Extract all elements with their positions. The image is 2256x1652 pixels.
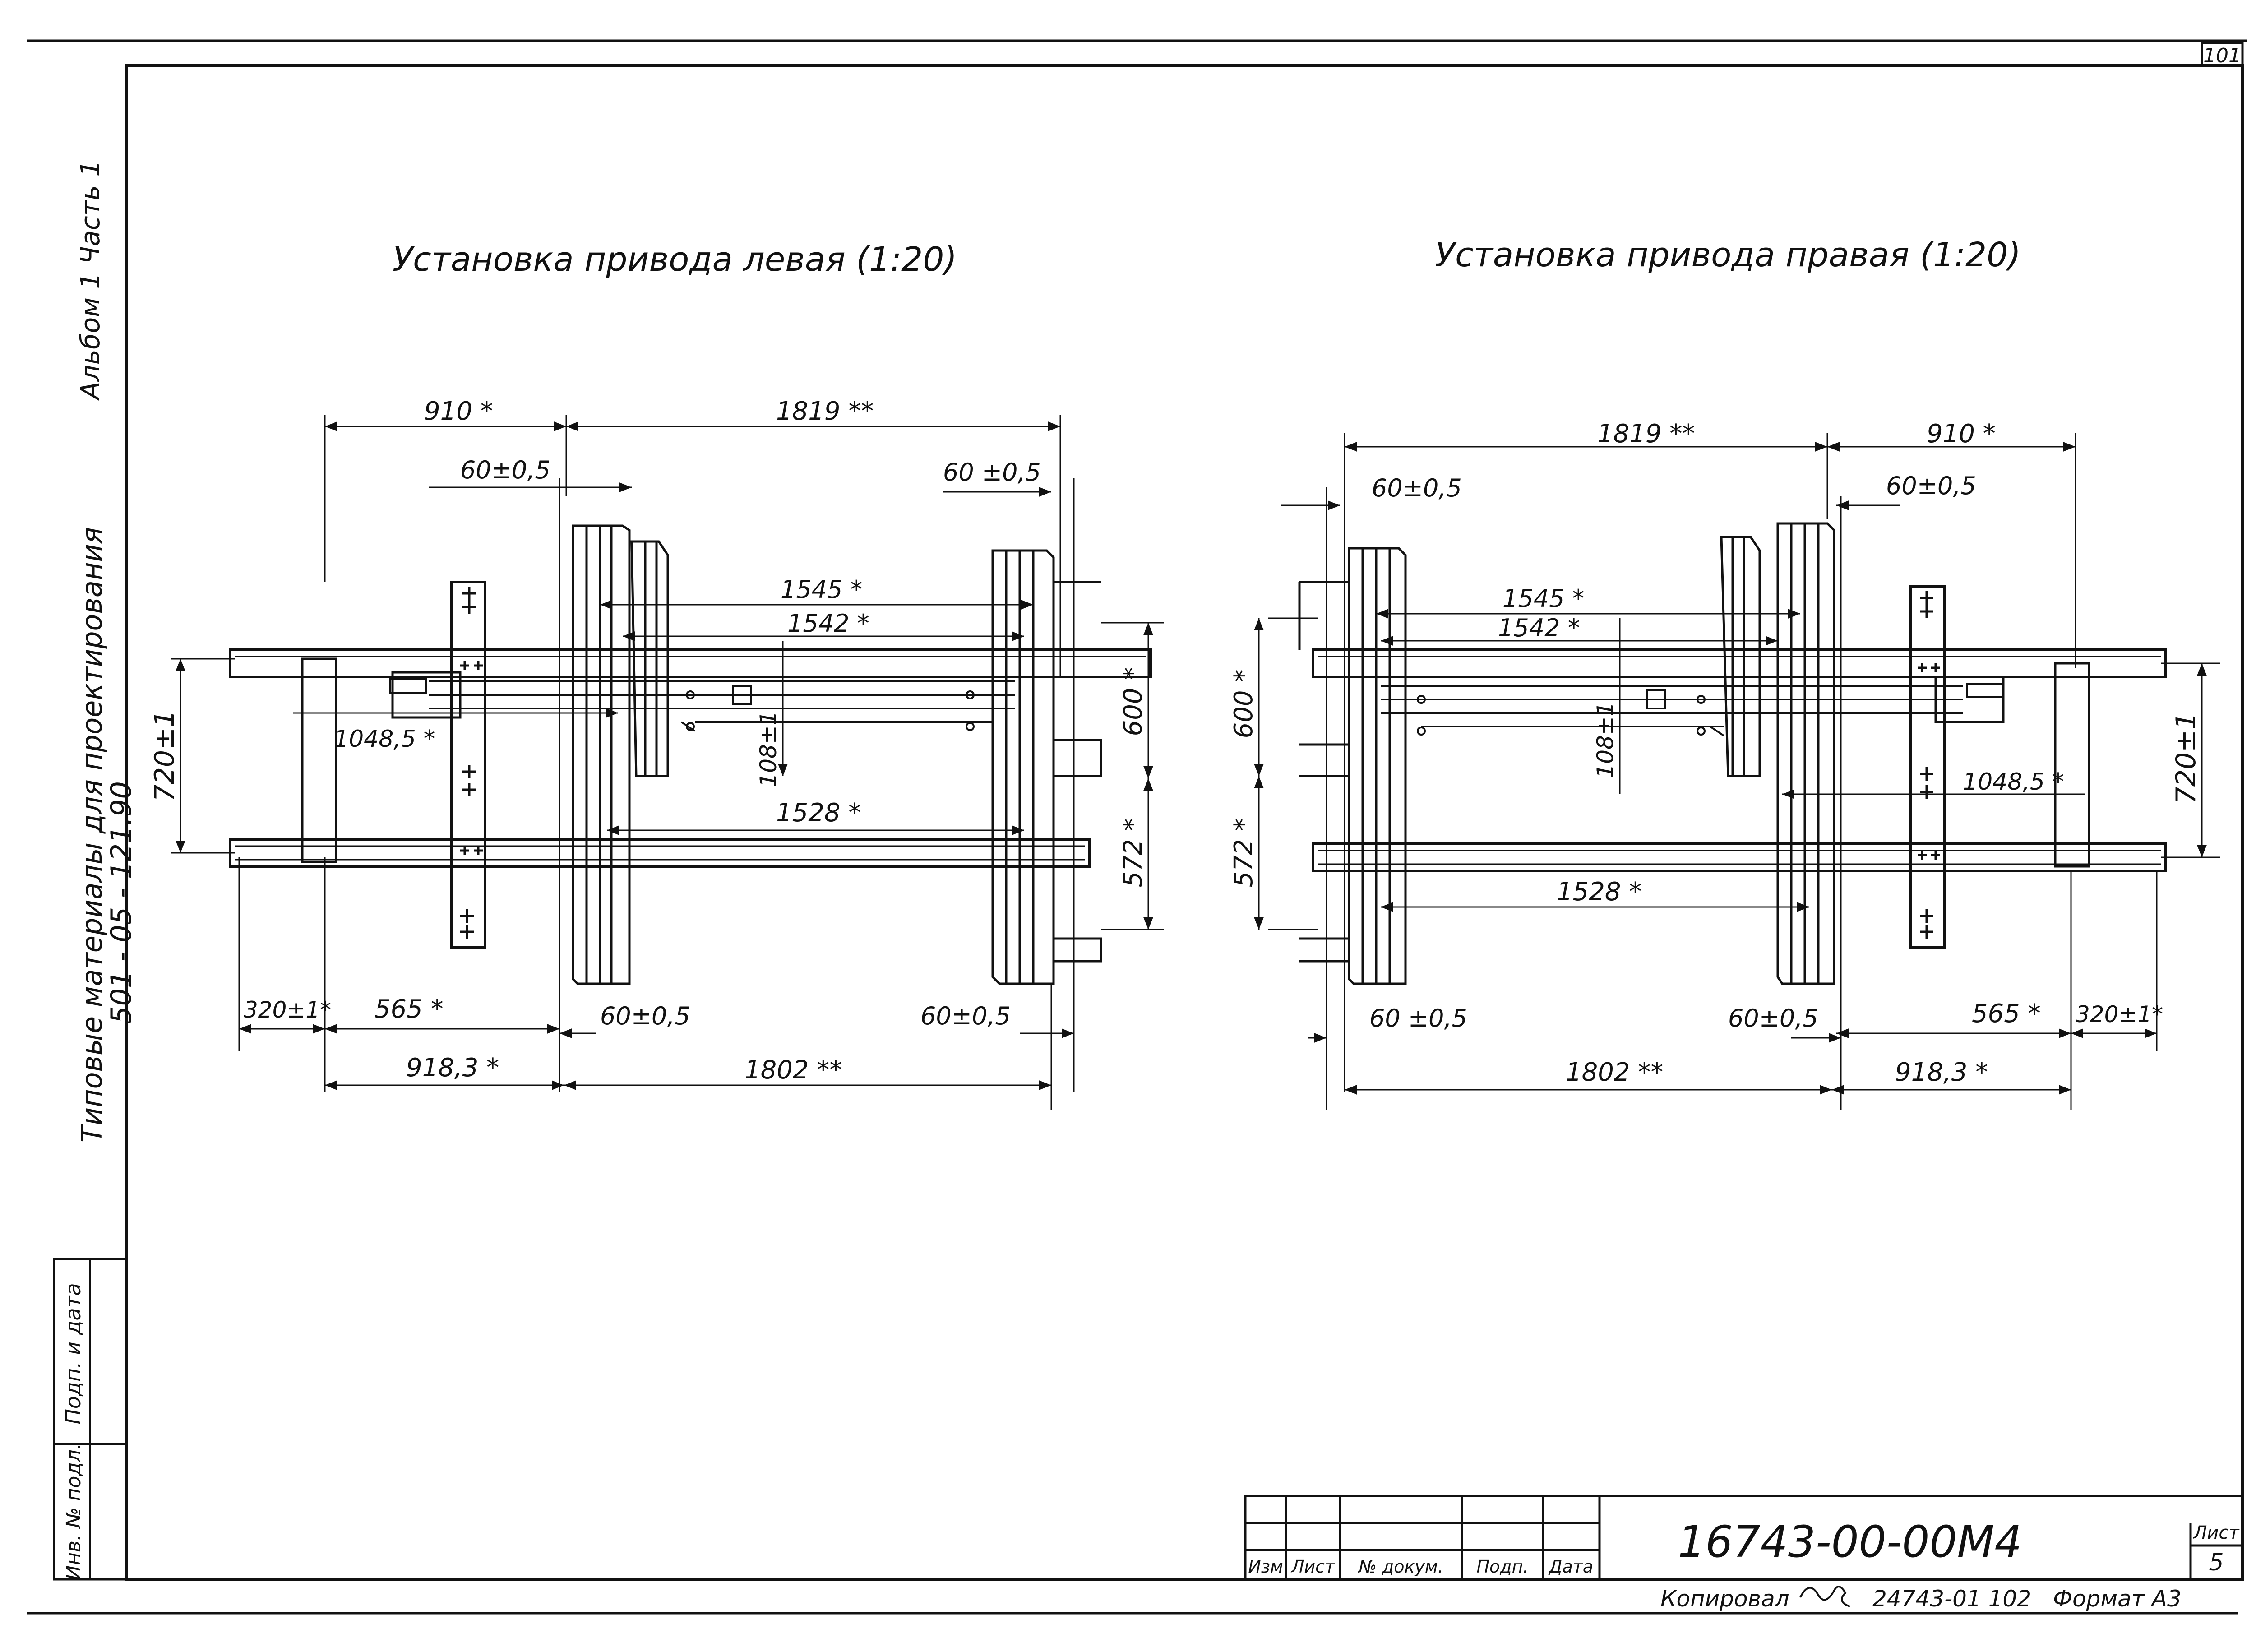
left-dim-1048: 1048,5 * <box>334 726 435 753</box>
left-dim-1542: 1542 * <box>787 609 869 638</box>
left-sleepers <box>572 524 1102 985</box>
left-dim-1802: 1802 ** <box>744 1055 842 1085</box>
right-dim-320: 320±1* <box>2076 1001 2163 1027</box>
side-materials-label: Типовые материалы для проектирования <box>75 527 108 1143</box>
tb-sheet-label: Лист <box>2192 1522 2240 1543</box>
right-end-plate <box>2054 662 2090 868</box>
right-dim-60-tr: 60±0,5 <box>1886 472 1976 500</box>
footer-copied: Копировал <box>1660 1586 1789 1612</box>
right-rail-lower <box>1312 842 2167 872</box>
right-dim-1528: 1528 * <box>1557 877 1641 907</box>
tb-header-list: Лист <box>1290 1557 1336 1577</box>
left-rods <box>429 680 1015 732</box>
left-dim-1545: 1545 * <box>781 575 863 604</box>
sheet-frame <box>27 39 2247 1615</box>
footer-code: 24743-01 102 <box>1872 1586 2031 1612</box>
tb-header-sign: Подп. <box>1476 1557 1528 1577</box>
right-dim-108: 108±1 <box>1592 702 1618 778</box>
right-dim-600: 600 * <box>1229 670 1258 739</box>
left-dim-320: 320±1* <box>244 997 331 1023</box>
left-dim-720: 720±1 <box>149 710 180 802</box>
right-dim-910: 910 * <box>1927 419 1996 449</box>
right-dim-60-tl: 60±0,5 <box>1372 474 1462 502</box>
left-end-plate <box>301 657 337 863</box>
left-dim-60-br: 60±0,5 <box>920 1002 1011 1030</box>
left-bolt-marks <box>460 587 483 939</box>
right-dimension-lines <box>1254 433 2220 1110</box>
tb-header-date: Дата <box>1548 1557 1593 1577</box>
stamp-inventory: Инв. № подл. <box>62 1443 85 1580</box>
footer-format: Формат А3 <box>2053 1586 2182 1612</box>
right-bolt-marks <box>1918 591 1940 939</box>
right-dim-565: 565 * <box>1972 999 2041 1028</box>
left-view: Установка привода левая (1:20) <box>149 240 1164 1110</box>
left-view-title: Установка привода левая (1:20) <box>393 240 957 279</box>
left-dimension-lines <box>171 415 1164 1110</box>
right-mount-bar <box>1909 585 1946 949</box>
right-rods <box>1381 685 1963 736</box>
side-code-label: 501 - 05 - 121.90 <box>105 781 138 1024</box>
right-dim-60-br: 60±0,5 <box>1728 1004 1818 1032</box>
side-album-label: Альбом 1 Часть 1 <box>75 160 106 401</box>
right-dim-1819: 1819 ** <box>1597 419 1695 449</box>
left-dim-1528: 1528 * <box>776 798 861 828</box>
right-dim-60-bl: 60 ±0,5 <box>1369 1004 1467 1032</box>
left-rail-upper <box>229 648 1152 678</box>
left-rail-lower <box>229 838 1091 868</box>
right-dim-1048: 1048,5 * <box>1963 768 2064 796</box>
right-dim-1545: 1545 * <box>1502 584 1585 613</box>
left-dim-600: 600 * <box>1119 667 1148 736</box>
left-dim-60-tl: 60±0,5 <box>460 456 550 484</box>
stamp-sign-date: Подп. и дата <box>61 1283 85 1424</box>
tb-header-doc: № докум. <box>1358 1557 1443 1577</box>
tb-sheet-number: 5 <box>2209 1549 2224 1576</box>
side-labels: Альбом 1 Часть 1 Типовые материалы для п… <box>53 160 138 1581</box>
right-dim-1542: 1542 * <box>1498 614 1580 642</box>
right-rail-upper <box>1312 648 2167 678</box>
left-dim-572: 572 * <box>1119 819 1148 888</box>
left-mount-bar <box>450 581 486 949</box>
tb-header-izm: Изм <box>1248 1557 1283 1577</box>
left-dim-60-bl: 60±0,5 <box>600 1002 690 1030</box>
right-dim-1802: 1802 ** <box>1566 1058 1663 1087</box>
left-dim-108: 108±1 <box>755 711 781 787</box>
left-dim-1819: 1819 ** <box>776 397 874 426</box>
left-dim-918: 918,3 * <box>406 1053 499 1083</box>
left-dim-565: 565 * <box>374 995 444 1024</box>
copyist-signature <box>1799 1586 1850 1607</box>
sheet-corner-number: 101 <box>2203 44 2241 67</box>
tb-doc-number: 16743-00-00М4 <box>1678 1517 2022 1567</box>
left-dim-910: 910 * <box>424 397 493 426</box>
title-block <box>1244 1495 2244 1581</box>
right-dim-720: 720±1 <box>2170 713 2202 804</box>
right-dim-572: 572 * <box>1229 819 1258 888</box>
right-sleepers <box>1298 522 1835 985</box>
right-dim-918: 918,3 * <box>1895 1058 1988 1087</box>
right-view-title: Установка привода правая (1:20) <box>1435 236 2021 274</box>
left-dim-60-tr: 60 ±0,5 <box>943 458 1041 486</box>
right-view: Установка привода правая (1:20) <box>1229 236 2220 1110</box>
